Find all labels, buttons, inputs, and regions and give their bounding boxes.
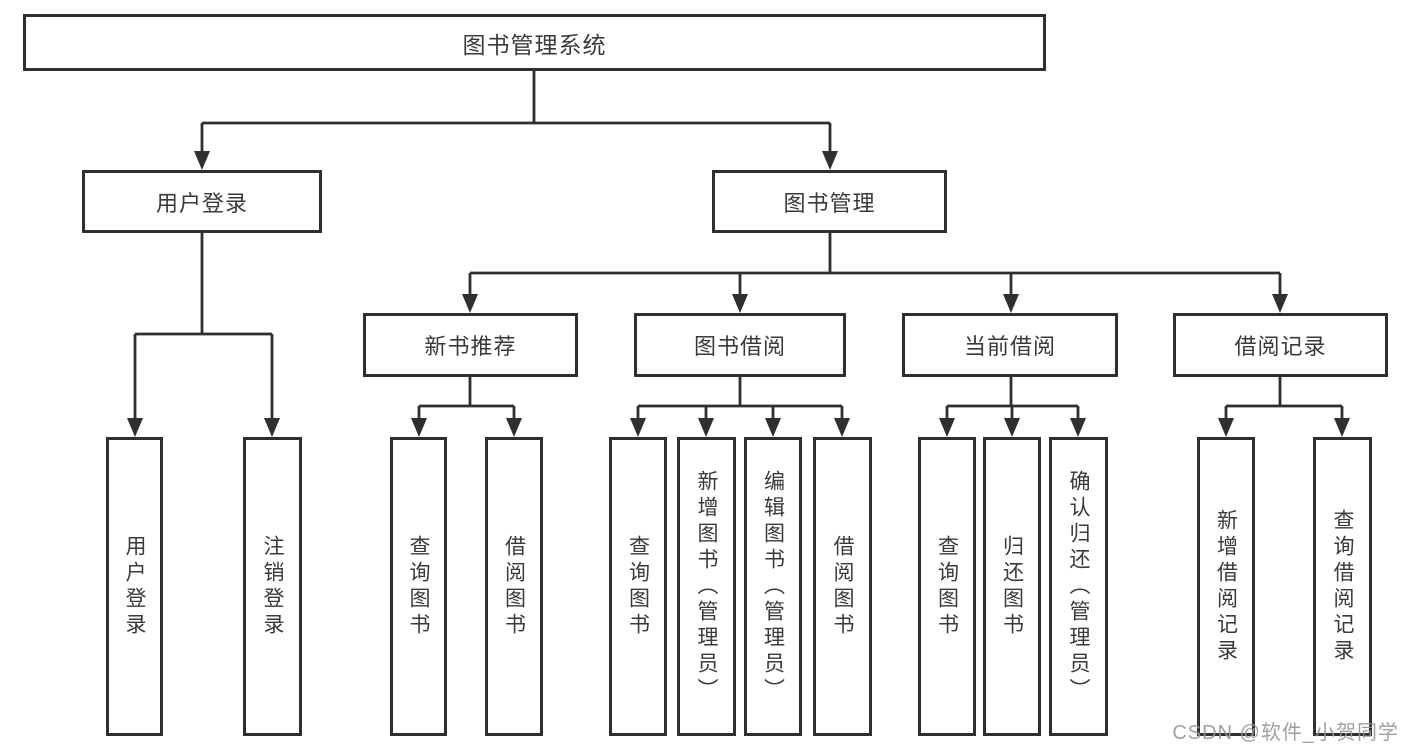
- node-new-book-recommend: 新书推荐: [363, 313, 578, 377]
- leaf-label: 借阅图书: [831, 534, 854, 639]
- leaf-label: 新增借阅记录: [1214, 508, 1238, 665]
- node-book-management: 图书管理: [712, 170, 947, 233]
- leaf-borrow-books-recommend: 借阅图书: [485, 437, 543, 736]
- leaf-confirm-return-admin: 确认归还（管理员）: [1049, 437, 1108, 736]
- leaf-borrow-books-borrowing: 借阅图书: [813, 437, 872, 736]
- node-label: 新书推荐: [424, 334, 517, 359]
- leaf-return-books: 归还图书: [983, 437, 1041, 736]
- leaf-label: 查询图书: [935, 534, 959, 639]
- csdn-watermark: CSDN @软件_小贺同学: [1172, 722, 1399, 744]
- leaf-query-books-borrowing: 查询图书: [609, 437, 667, 736]
- leaf-label: 新增图书（管理员）: [695, 469, 718, 704]
- leaf-label: 归还图书: [1000, 534, 1024, 639]
- node-label: 图书借阅: [693, 334, 786, 359]
- leaf-query-borrow-record: 查询借阅记录: [1313, 437, 1372, 736]
- node-label: 图书管理: [783, 190, 876, 216]
- leaf-label: 编辑图书（管理员）: [761, 469, 785, 704]
- leaf-logout: 注销登录: [243, 437, 302, 736]
- connector-paths: [133, 70, 1344, 419]
- leaf-label: 确认归还（管理员）: [1067, 469, 1090, 704]
- leaf-add-book-admin: 新增图书（管理员）: [677, 437, 736, 736]
- leaf-user-login: 用户登录: [106, 437, 163, 736]
- leaf-label: 借阅图书: [502, 534, 526, 639]
- leaf-label: 查询图书: [626, 534, 650, 639]
- node-current-borrowing: 当前借阅: [902, 313, 1118, 377]
- leaf-label: 查询借阅记录: [1331, 508, 1354, 665]
- node-book-borrowing: 图书借阅: [634, 313, 846, 377]
- arrowheads: [127, 151, 1350, 437]
- node-borrowing-records: 借阅记录: [1173, 313, 1388, 377]
- leaf-add-borrow-record: 新增借阅记录: [1197, 437, 1255, 736]
- leaf-edit-book-admin: 编辑图书（管理员）: [744, 437, 802, 736]
- node-user-login: 用户登录: [82, 170, 322, 233]
- leaf-query-books-recommend: 查询图书: [390, 437, 447, 736]
- node-label: 当前借阅: [963, 334, 1056, 359]
- node-label: 图书管理系统: [462, 31, 607, 58]
- leaf-query-books-current: 查询图书: [918, 437, 976, 736]
- node-label: 借阅记录: [1234, 334, 1327, 359]
- leaf-label: 注销登录: [261, 534, 284, 639]
- leaf-label: 用户登录: [123, 534, 146, 639]
- node-label: 用户登录: [155, 190, 248, 216]
- node-library-management-system: 图书管理系统: [23, 14, 1046, 71]
- leaf-label: 查询图书: [407, 534, 430, 639]
